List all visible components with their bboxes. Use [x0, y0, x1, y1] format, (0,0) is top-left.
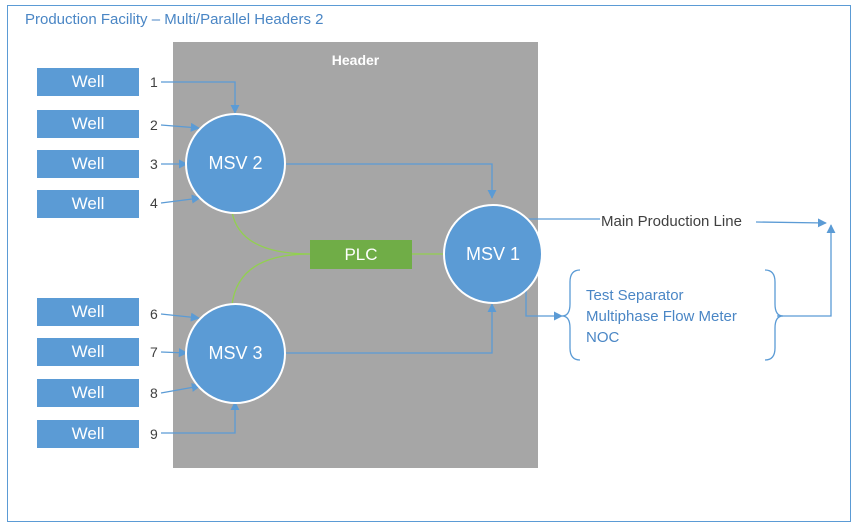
- multiphase-flow-meter-label: Multiphase Flow Meter: [586, 308, 737, 325]
- plc-box[interactable]: PLC: [310, 240, 412, 269]
- main-production-line-label: Main Production Line: [600, 213, 743, 230]
- well-box-4[interactable]: Well: [37, 190, 139, 218]
- msv-2-node[interactable]: MSV 2: [185, 113, 286, 214]
- test-separator-label: Test Separator: [586, 287, 684, 304]
- well-number-4: 4: [150, 195, 158, 211]
- line-well-7: [160, 348, 188, 358]
- msv-1-node[interactable]: MSV 1: [443, 204, 543, 304]
- line-well-9: [161, 401, 240, 434]
- test-left-brace: [561, 269, 581, 361]
- well-box-9[interactable]: Well: [37, 420, 139, 448]
- test-right-brace: [764, 269, 784, 361]
- line-brace-main: [777, 224, 836, 317]
- well-box-8[interactable]: Well: [37, 379, 139, 407]
- line-msv1-test: [525, 287, 563, 321]
- well-number-3: 3: [150, 156, 158, 172]
- header-label: Header: [331, 52, 380, 68]
- well-number-8: 8: [150, 385, 158, 401]
- line-well-2: [160, 122, 200, 132]
- well-box-2[interactable]: Well: [37, 110, 139, 138]
- well-number-6: 6: [150, 306, 158, 322]
- line-well-1: [161, 81, 240, 114]
- line-main-arrow: [755, 218, 827, 228]
- plc-line-msv3: [231, 253, 311, 306]
- line-well-4: [160, 194, 201, 204]
- line-well-8: [160, 382, 201, 394]
- well-number-7: 7: [150, 344, 158, 360]
- noc-label: NOC: [586, 329, 620, 346]
- well-box-1[interactable]: Well: [37, 68, 139, 96]
- test-outputs-group: Test Separator Multiphase Flow Meter NOC: [586, 285, 737, 348]
- well-box-3[interactable]: Well: [37, 150, 139, 178]
- plc-line-msv2: [231, 211, 311, 255]
- well-number-2: 2: [150, 117, 158, 133]
- line-msv3-msv1: [285, 303, 497, 354]
- well-box-7[interactable]: Well: [37, 338, 139, 366]
- msv-3-node[interactable]: MSV 3: [185, 303, 286, 404]
- well-number-1: 1: [150, 74, 158, 90]
- diagram-title: Production Facility – Multi/Parallel Hea…: [25, 11, 324, 28]
- well-box-6[interactable]: Well: [37, 298, 139, 326]
- well-number-9: 9: [150, 426, 158, 442]
- line-msv2-msv1: [285, 163, 497, 199]
- diagram-frame: [7, 5, 851, 522]
- line-well-6: [160, 312, 200, 322]
